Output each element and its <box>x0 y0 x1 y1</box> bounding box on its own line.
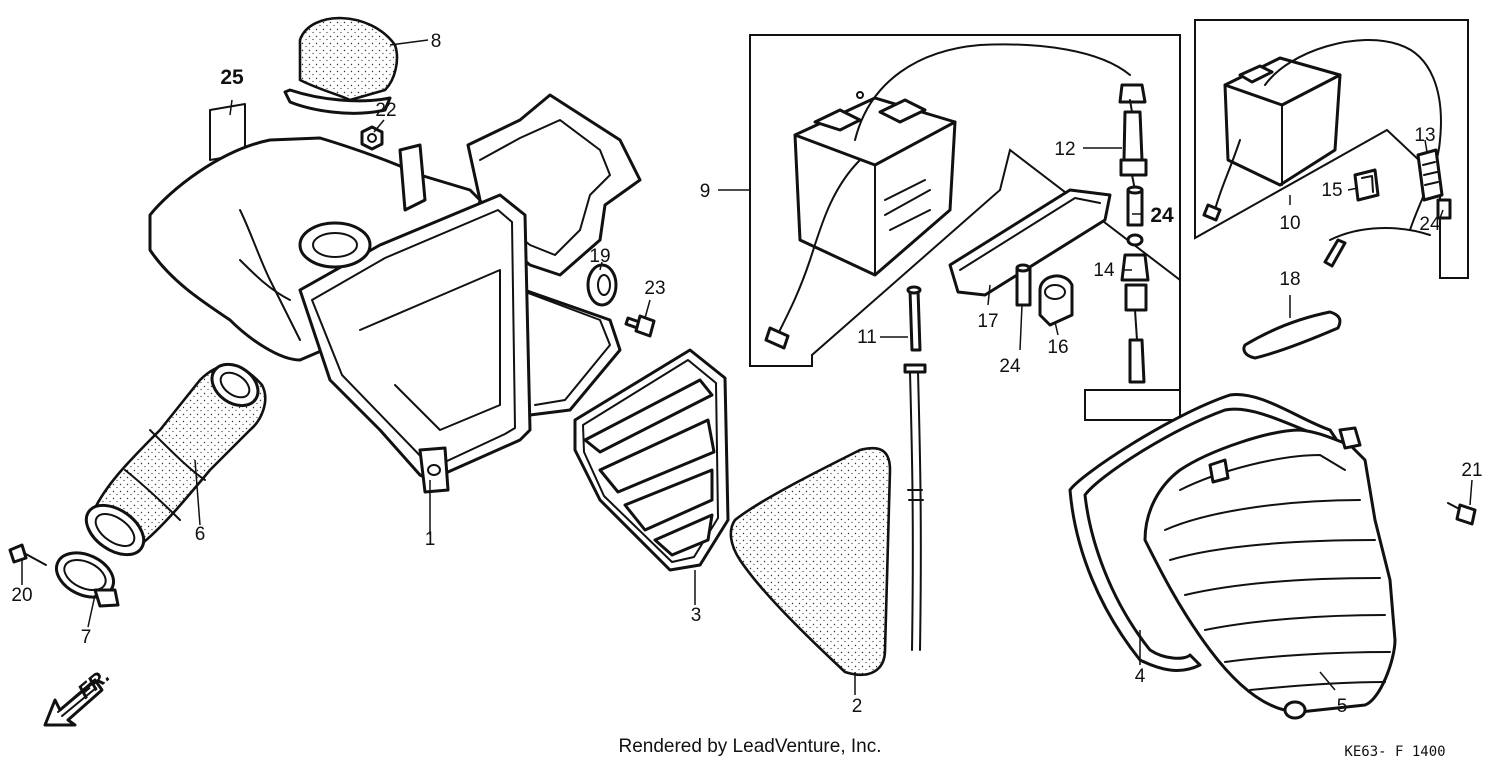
diagram-code: KE63- F 1400 <box>1344 744 1445 760</box>
part-7-clamp-band[interactable] <box>49 544 120 608</box>
part-6-intake-tube[interactable] <box>77 356 267 565</box>
part-8-intake-elbow[interactable] <box>283 16 399 115</box>
battery-cables[interactable] <box>764 43 1131 350</box>
callout-16: 16 <box>1047 337 1068 358</box>
callout-9: 9 <box>700 181 711 202</box>
part-20-screw[interactable] <box>8 543 47 566</box>
part-18-label-plate[interactable] <box>1242 310 1342 360</box>
part-24-fuse-upper[interactable] <box>1126 185 1144 227</box>
part-16-fuse-clip[interactable] <box>1038 274 1074 327</box>
callout-12: 12 <box>1054 139 1075 160</box>
front-direction-arrow <box>43 678 104 727</box>
callout-numbers: 25 8 22 1 6 7 20 19 23 3 2 11 9 12 24 14… <box>11 31 1482 717</box>
part-1-air-cleaner-case[interactable] <box>148 93 642 494</box>
callout-7: 7 <box>81 627 92 648</box>
callout-1: 1 <box>425 529 436 550</box>
callout-23: 23 <box>644 278 665 299</box>
callout-17: 17 <box>977 311 998 332</box>
part-3-element-frame[interactable] <box>573 348 730 572</box>
callout-15: 15 <box>1321 180 1342 201</box>
part-4-gasket[interactable] <box>1068 392 1342 672</box>
callout-19: 19 <box>589 246 610 267</box>
callout-24-lower: 24 <box>999 356 1021 377</box>
callout-10: 10 <box>1279 213 1300 234</box>
callout-14: 14 <box>1093 260 1115 281</box>
part-12-fuse-holder[interactable] <box>1118 83 1148 186</box>
callout-22: 22 <box>375 100 396 121</box>
callout-25: 25 <box>220 66 244 89</box>
callout-6: 6 <box>195 524 206 545</box>
part-22-nut[interactable] <box>360 125 384 151</box>
part-5-air-cleaner-cover[interactable] <box>1143 426 1397 720</box>
part-17-battery-band[interactable] <box>948 188 1112 297</box>
part-24-fuse-lower[interactable] <box>1015 263 1032 307</box>
part-11-breather-tube[interactable] <box>903 285 927 651</box>
part-9-battery-group-frame <box>749 34 1181 421</box>
part-10-inset-battery[interactable] <box>1202 38 1442 268</box>
callout-3: 3 <box>691 605 702 626</box>
callout-18: 18 <box>1279 269 1300 290</box>
callout-13: 13 <box>1414 125 1435 146</box>
part-23-bolt[interactable] <box>624 314 656 338</box>
part-15-inset-clip[interactable] <box>1353 168 1380 202</box>
callout-4: 4 <box>1135 666 1146 687</box>
part-21-bolt[interactable] <box>1447 502 1477 526</box>
part-14-fuse-holder-lower[interactable] <box>1120 233 1150 384</box>
callout-11: 11 <box>857 327 877 348</box>
callout-24-upper: 24 <box>1150 204 1174 227</box>
part-2-filter-element[interactable] <box>729 446 892 677</box>
render-credit: Rendered by LeadVenture, Inc. <box>618 736 881 757</box>
part-10-inset-frame <box>1194 19 1469 279</box>
callout-8: 8 <box>431 31 442 52</box>
callout-24-inset: 24 <box>1419 214 1441 235</box>
callout-20: 20 <box>11 585 32 606</box>
callout-2: 2 <box>852 696 863 717</box>
part-9-battery[interactable] <box>793 91 957 277</box>
leader-lines <box>21 39 1473 695</box>
callout-5: 5 <box>1337 696 1348 717</box>
part-13-inset-fuse-holder[interactable] <box>1416 148 1444 202</box>
part-19-grommet[interactable] <box>586 263 618 307</box>
callout-21: 21 <box>1461 460 1482 481</box>
